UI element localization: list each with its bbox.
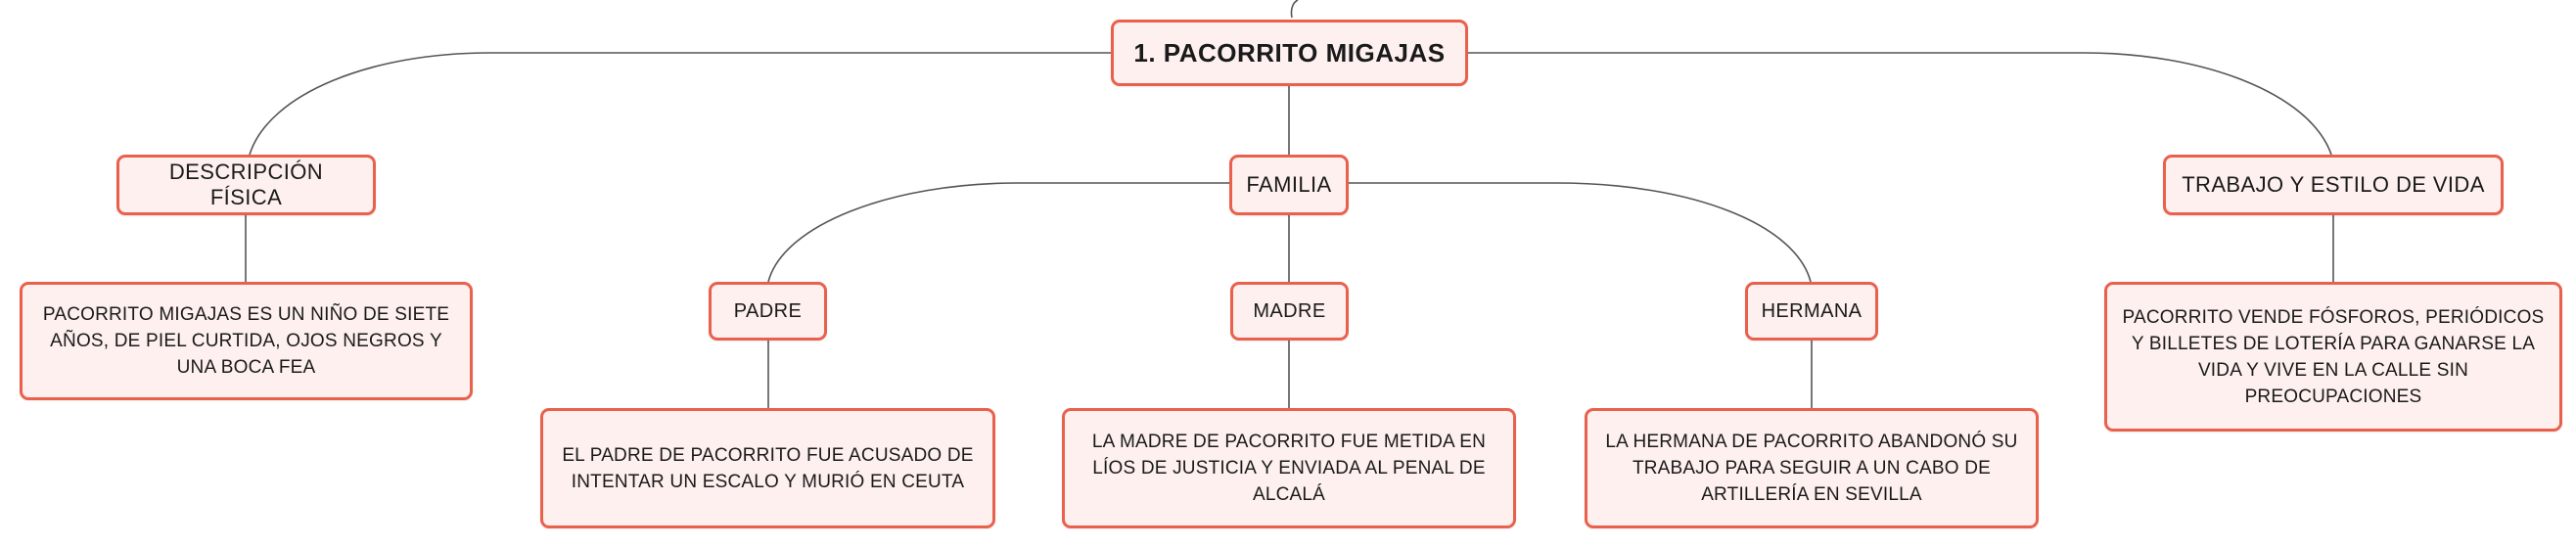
node-trabajo-estilo-vida-label: TRABAJO Y ESTILO DE VIDA: [2182, 172, 2485, 197]
detail-trabajo-estilo-vida-text: PACORRITO VENDE FÓSFOROS, PERIÓDICOS Y B…: [2122, 306, 2545, 407]
node-descripcion-fisica[interactable]: DESCRIPCIÓN FÍSICA: [116, 155, 376, 215]
detail-madre[interactable]: LA MADRE DE PACORRITO FUE METIDA EN LÍOS…: [1062, 408, 1516, 528]
detail-hermana-text: LA HERMANA DE PACORRITO ABANDONÓ SU TRAB…: [1605, 432, 2018, 505]
connector-familia-hermana: [1349, 182, 1812, 283]
detail-descripcion-fisica[interactable]: PACORRITO MIGAJAS ES UN NIÑO DE SIETE AÑ…: [20, 282, 473, 400]
node-madre[interactable]: MADRE: [1230, 282, 1349, 341]
node-madre-label: MADRE: [1253, 299, 1326, 322]
connector-root-descripcion: [249, 52, 1111, 156]
root-node-label: 1. PACORRITO MIGAJAS: [1133, 37, 1446, 68]
connector-top-stub: [1290, 0, 1299, 19]
node-hermana-label: HERMANA: [1761, 299, 1863, 322]
connector-root-trabajo: [1468, 52, 2332, 156]
node-familia[interactable]: FAMILIA: [1229, 155, 1349, 215]
connector-familia-padre: [767, 182, 1229, 283]
node-familia-label: FAMILIA: [1246, 172, 1332, 197]
detail-padre[interactable]: EL PADRE DE PACORRITO FUE ACUSADO DE INT…: [540, 408, 995, 528]
root-node[interactable]: 1. PACORRITO MIGAJAS: [1111, 20, 1468, 86]
node-padre[interactable]: PADRE: [709, 282, 827, 341]
node-hermana[interactable]: HERMANA: [1745, 282, 1878, 341]
detail-trabajo-estilo-vida[interactable]: PACORRITO VENDE FÓSFOROS, PERIÓDICOS Y B…: [2104, 282, 2562, 432]
node-trabajo-estilo-vida[interactable]: TRABAJO Y ESTILO DE VIDA: [2163, 155, 2504, 215]
detail-padre-text: EL PADRE DE PACORRITO FUE ACUSADO DE INT…: [562, 444, 974, 492]
detail-hermana[interactable]: LA HERMANA DE PACORRITO ABANDONÓ SU TRAB…: [1585, 408, 2039, 528]
detail-descripcion-fisica-text: PACORRITO MIGAJAS ES UN NIÑO DE SIETE AÑ…: [42, 304, 450, 378]
detail-madre-text: LA MADRE DE PACORRITO FUE METIDA EN LÍOS…: [1091, 432, 1487, 505]
node-padre-label: PADRE: [733, 299, 803, 322]
node-descripcion-fisica-label: DESCRIPCIÓN FÍSICA: [168, 160, 324, 209]
